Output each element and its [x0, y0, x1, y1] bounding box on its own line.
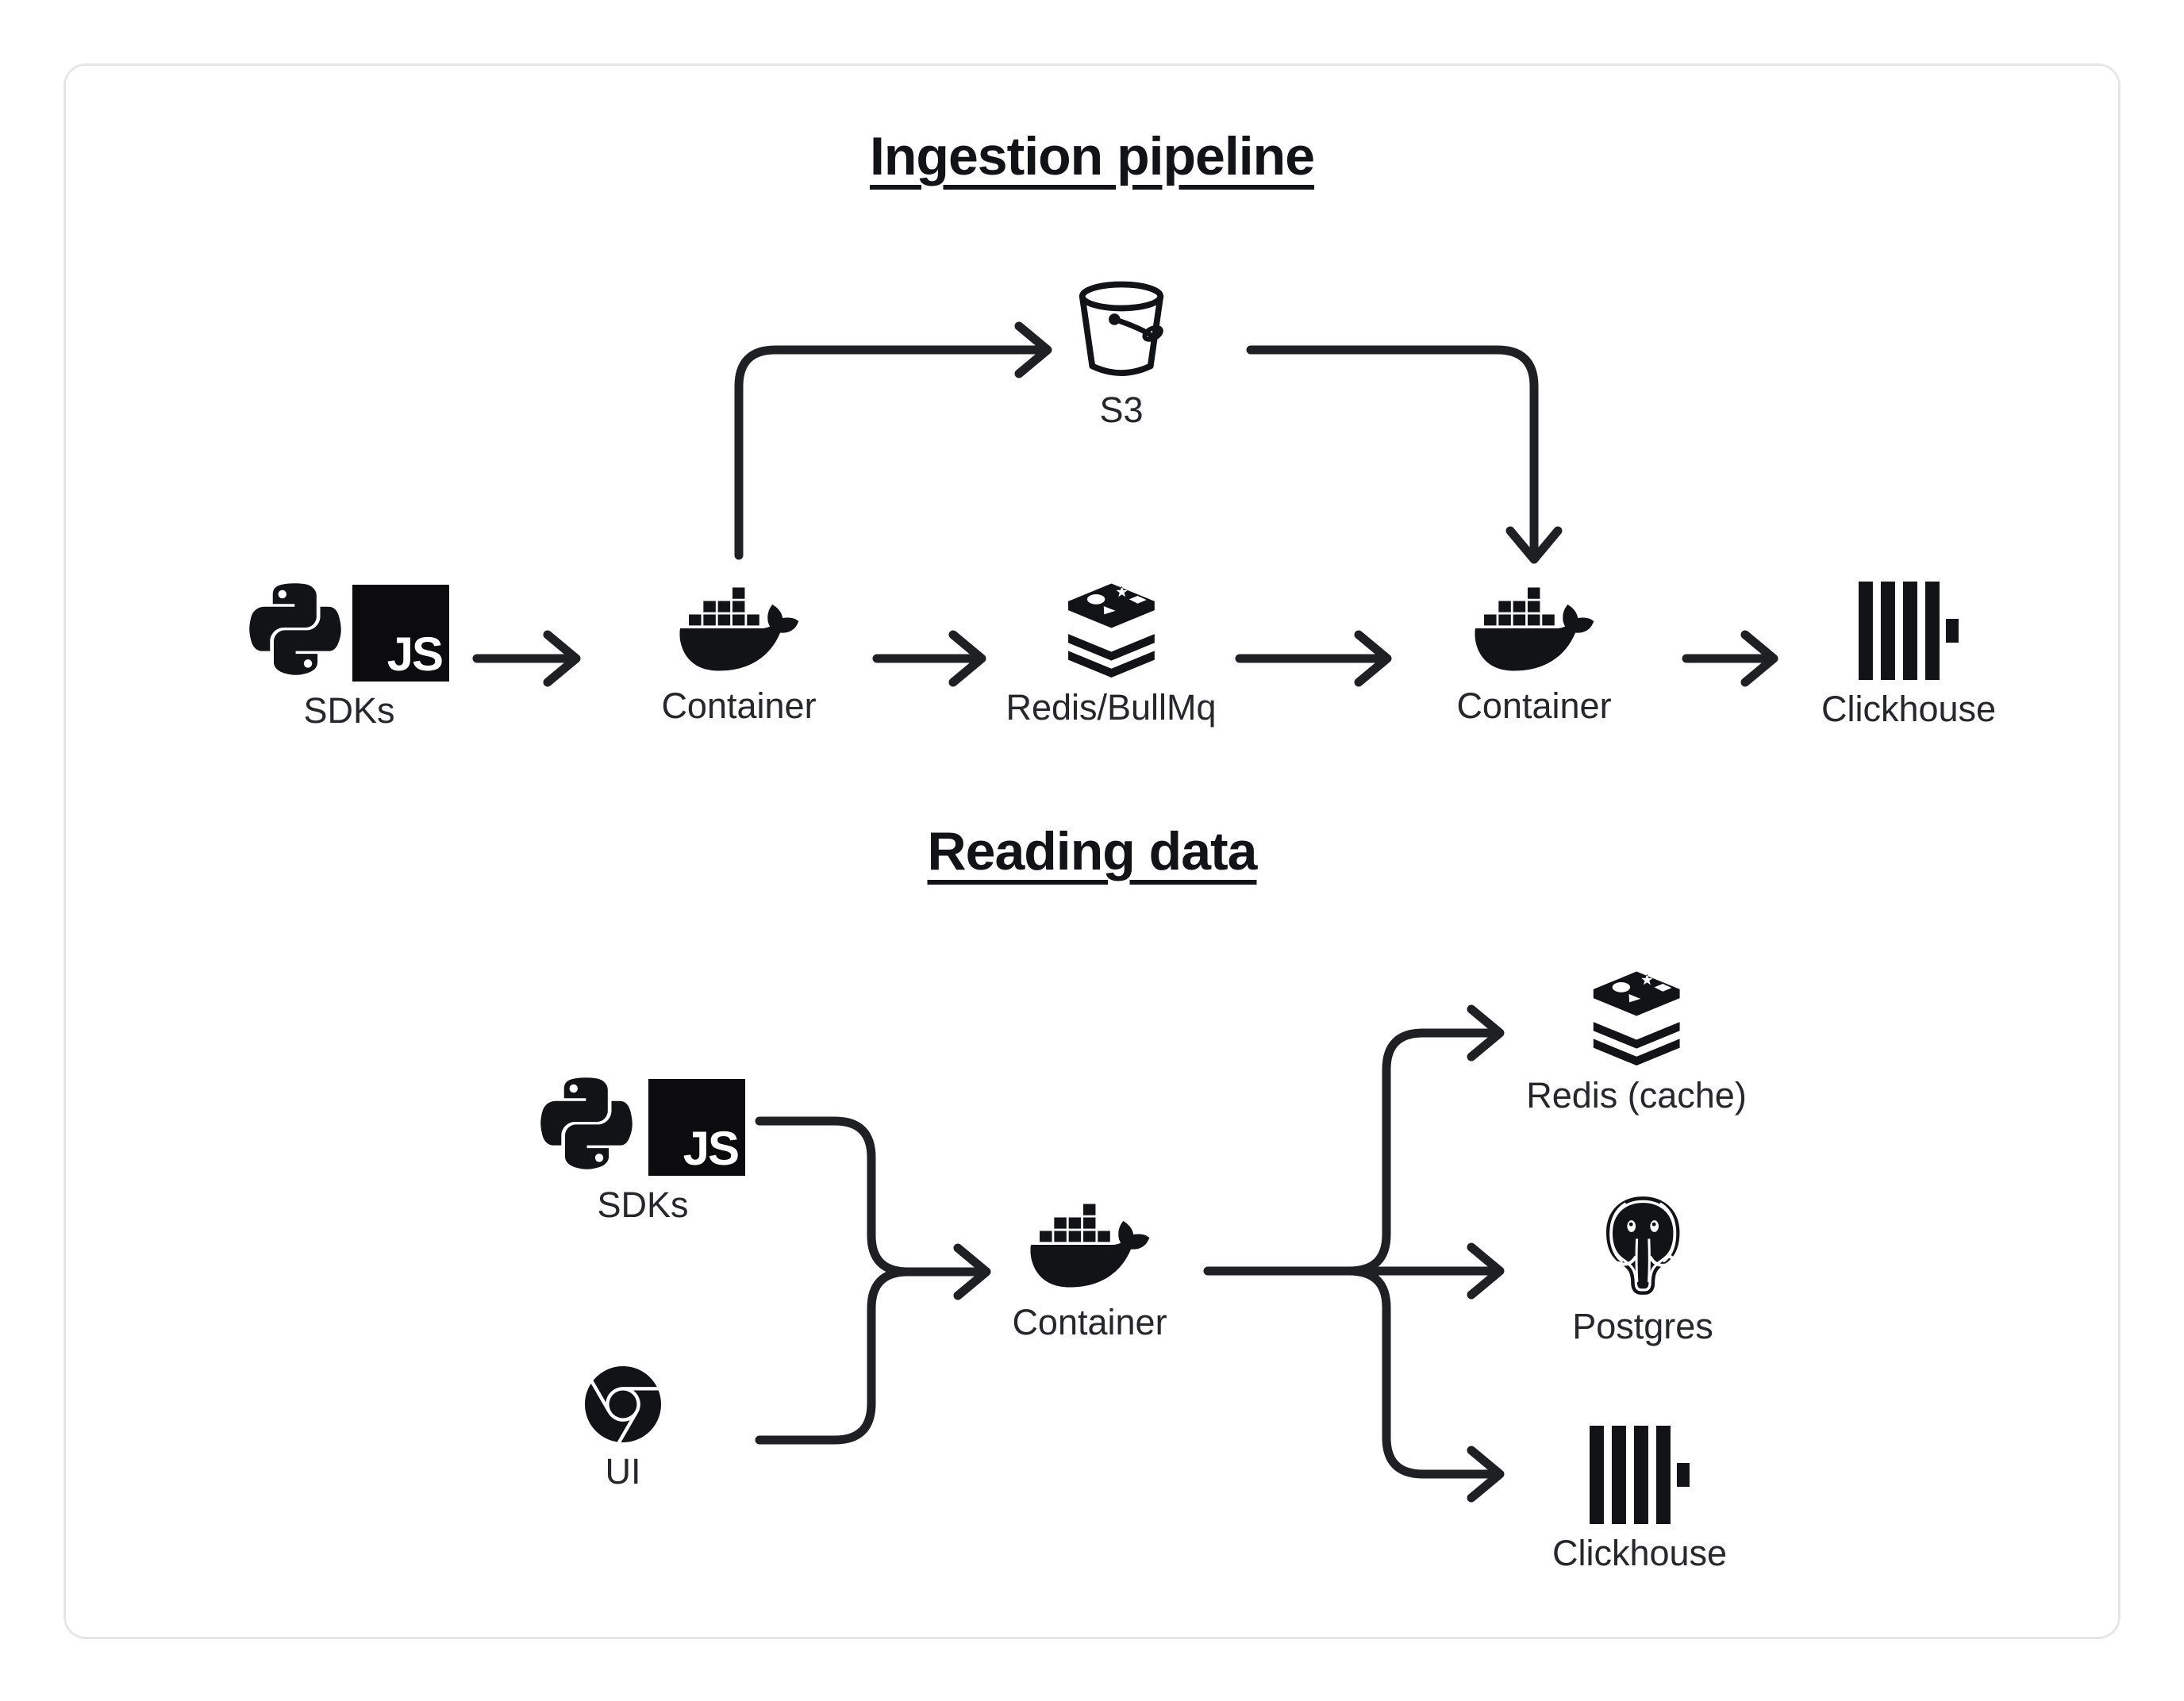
node-label: UI	[605, 1451, 641, 1492]
clickhouse-icon	[1859, 582, 1959, 680]
arrowhead	[1014, 321, 1052, 378]
node-postgres: Postgres	[1572, 1192, 1713, 1344]
node-label: Container	[661, 685, 817, 726]
node-ui: UI	[585, 1366, 661, 1489]
node-label: Postgres	[1572, 1306, 1713, 1346]
arrowhead	[1505, 526, 1563, 564]
docker-icon	[1030, 1198, 1149, 1293]
js-badge-text: JS	[386, 628, 444, 681]
docker-icon	[679, 582, 798, 677]
postgres-icon	[1592, 1192, 1694, 1297]
arrowhead	[1740, 630, 1778, 687]
node-container-ingest: Container	[661, 582, 817, 726]
node-label: Clickhouse	[1821, 689, 1997, 729]
node-container-reading: Container	[1012, 1198, 1167, 1340]
python-icon	[540, 1071, 633, 1176]
redis-icon	[1588, 970, 1685, 1066]
node-label: SDKs	[597, 1185, 689, 1225]
arrowhead	[1467, 1004, 1505, 1062]
node-label: SDKs	[303, 690, 395, 731]
arrowhead	[1467, 1242, 1505, 1300]
edge-s3-to-container	[1246, 345, 1539, 555]
edge-container-to-clickhouse	[1344, 1266, 1495, 1479]
section-title-ingestion: Ingestion pipeline	[869, 126, 1315, 186]
arrowhead	[1467, 1446, 1505, 1503]
javascript-icon: JS	[648, 1079, 745, 1176]
node-clickhouse-ingest: Clickhouse	[1821, 582, 1996, 727]
redis-icon	[1063, 582, 1159, 678]
arrowhead	[948, 630, 986, 687]
js-badge-text: JS	[682, 1122, 740, 1175]
node-label: Container	[1012, 1302, 1167, 1342]
node-label: Redis (cache)	[1526, 1075, 1747, 1115]
node-clickhouse-reading: Clickhouse	[1552, 1426, 1727, 1571]
docker-icon	[1475, 582, 1594, 677]
arrowhead	[1354, 630, 1392, 687]
node-label: Clickhouse	[1551, 1533, 1728, 1573]
node-label: S3	[1099, 390, 1144, 430]
arrowhead	[953, 1243, 991, 1300]
section-title-reading: Reading data	[927, 821, 1258, 881]
s3-bucket-icon	[1076, 279, 1167, 381]
edge-sdks-to-merge	[755, 1116, 913, 1277]
arrowhead	[543, 630, 581, 687]
edge-container-to-redis-cache	[1344, 1028, 1495, 1276]
node-sdks-ingestion: JS SDKs	[249, 577, 449, 728]
diagram-card	[63, 63, 2121, 1639]
node-label: Container	[1456, 685, 1612, 726]
node-container-worker: Container	[1456, 582, 1612, 726]
node-redis-cache: Redis (cache)	[1526, 970, 1747, 1113]
node-sdks-reading: JS SDKs	[540, 1071, 745, 1223]
clickhouse-icon	[1590, 1426, 1690, 1524]
edge-container-to-s3	[734, 345, 1043, 560]
node-label: Redis/BullMq	[1005, 687, 1217, 728]
node-redis-queue: Redis/BullMq	[1005, 582, 1217, 728]
chrome-icon	[585, 1366, 661, 1442]
node-s3: S3	[1076, 279, 1167, 428]
edge-ui-to-merge	[755, 1267, 913, 1445]
python-icon	[249, 577, 341, 682]
javascript-icon: JS	[352, 585, 449, 682]
